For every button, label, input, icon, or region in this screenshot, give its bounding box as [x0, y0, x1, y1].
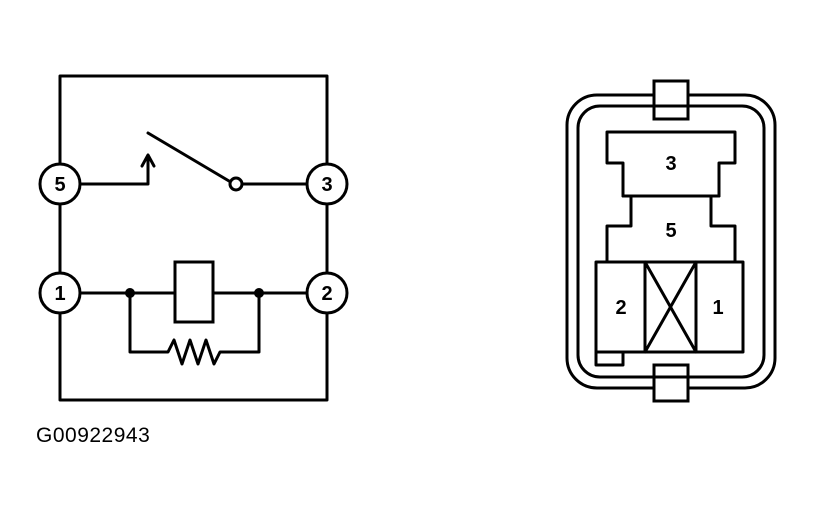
cavity-label-3: 3 — [665, 153, 676, 175]
terminal-2: 2 — [305, 271, 349, 315]
terminal-5: 5 — [38, 162, 82, 206]
cavity-label-1: 1 — [712, 297, 723, 319]
cavity-label-5: 5 — [665, 220, 676, 242]
lock-rail — [594, 350, 625, 367]
terminal-label: 3 — [321, 174, 332, 196]
relay-coil — [173, 260, 215, 324]
blank-cavity-cross — [643, 260, 698, 354]
resistor-branch — [128, 291, 261, 366]
terminal-1: 1 — [38, 271, 82, 315]
figure-code: G00922943 — [36, 424, 151, 447]
terminal-3: 3 — [305, 162, 349, 206]
terminal-label: 2 — [321, 283, 332, 305]
switch-blade — [146, 131, 231, 183]
bottom-lock-tab — [652, 363, 690, 403]
relay-schematic: 5 3 1 2 — [38, 74, 349, 402]
cavity-lower-row — [594, 260, 745, 354]
switch-arrow — [140, 153, 156, 168]
schematic-top-wire — [58, 74, 329, 166]
terminal-label: 5 — [54, 174, 65, 196]
cavity-label-2: 2 — [615, 297, 626, 319]
terminal-label: 1 — [54, 283, 65, 305]
schematic-bottom-wire — [58, 311, 329, 402]
switch-contact — [228, 176, 244, 192]
switch-left-lead — [78, 156, 150, 186]
top-lock-tab — [652, 79, 690, 121]
relay-connector: 3 5 2 1 — [565, 79, 777, 403]
